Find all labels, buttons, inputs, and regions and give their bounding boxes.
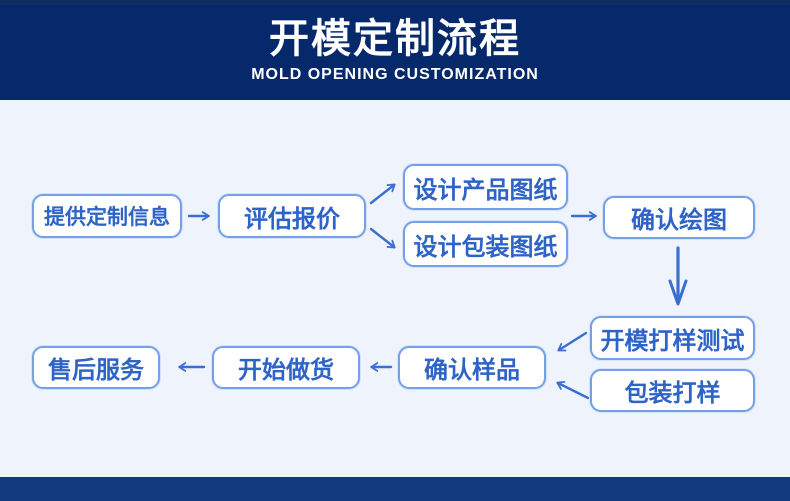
flow-step-start-production: 开始做货 [212, 346, 360, 389]
flow-step-label: 确认绘图 [631, 207, 727, 234]
flow-step-label: 设计包装图纸 [413, 233, 558, 261]
arrow-confirm-drawing-down [668, 246, 688, 306]
flow-step-label: 设计产品图纸 [413, 176, 558, 204]
flow-step-label: 确认样品 [424, 357, 520, 384]
flow-step-after-sales-service: 售后服务 [32, 346, 160, 389]
flow-step-confirm-sample: 确认样品 [398, 346, 546, 389]
footer-strip [0, 477, 790, 501]
flow-step-design-product-drawing: 设计产品图纸 [403, 164, 568, 210]
arrow-evaluate-to-design-product [369, 183, 396, 205]
page-subtitle: MOLD OPENING CUSTOMIZATION [251, 66, 539, 83]
arrow-mold-test-to-confirm-sample [557, 331, 588, 352]
flow-step-design-packaging-drawing: 设计包装图纸 [403, 221, 568, 267]
header-banner: 开模定制流程 MOLD OPENING CUSTOMIZATION [0, 0, 790, 100]
flow-step-label: 开模打样测试 [600, 327, 745, 355]
flow-step-evaluate-quote: 评估报价 [218, 194, 366, 238]
flow-step-label: 开始做货 [238, 357, 334, 384]
flow-step-label: 提供定制信息 [44, 206, 170, 229]
flow-step-packaging-sample: 包装打样 [590, 369, 755, 412]
flow-step-label: 评估报价 [244, 205, 340, 233]
flow-step-label: 售后服务 [48, 357, 144, 384]
arrow-packaging-sample-to-confirm-sample [556, 380, 590, 400]
page-title: 开模定制流程 [269, 17, 521, 61]
flow-step-mold-sample-test: 开模打样测试 [590, 316, 755, 360]
flow-step-confirm-drawing: 确认绘图 [603, 196, 755, 239]
arrow-evaluate-to-design-packaging [369, 227, 396, 249]
flow-step-label: 包装打样 [624, 380, 721, 407]
flow-step-provide-info: 提供定制信息 [32, 194, 182, 238]
